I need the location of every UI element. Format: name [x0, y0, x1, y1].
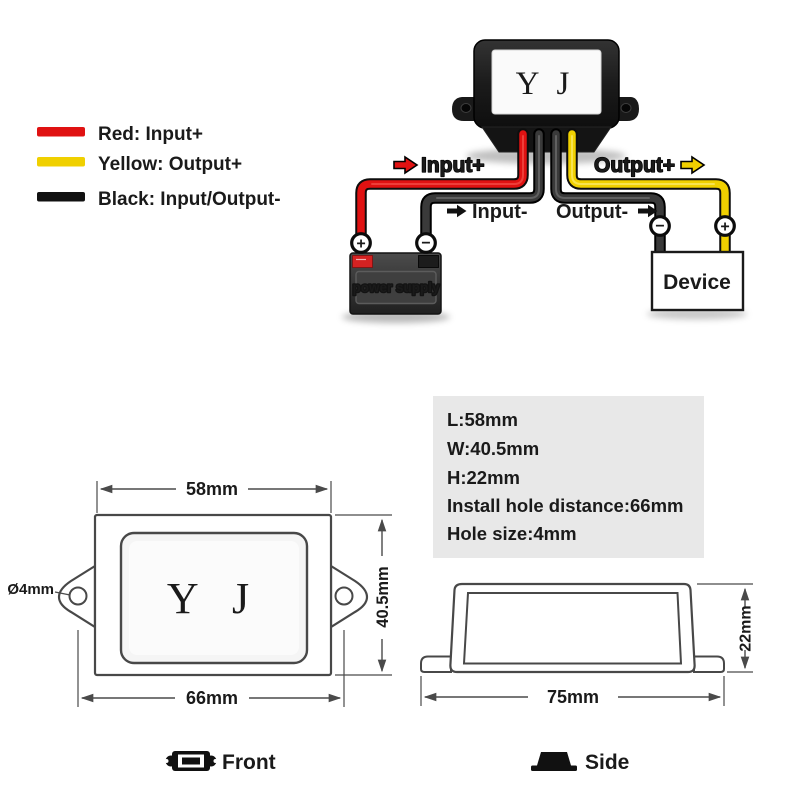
device-shadow — [647, 308, 747, 320]
module-right-hole-icon — [620, 103, 632, 113]
terminals: + − − + — [350, 215, 736, 254]
device-minus-terminal: − — [649, 215, 671, 237]
output-minus-label: Output- — [556, 201, 628, 223]
side-inner-outline — [462, 592, 683, 665]
leader-line — [54, 591, 71, 596]
spec-length: L:58mm — [447, 409, 518, 430]
wire-labels: Input+ Output+ Input- Output- — [393, 153, 706, 223]
wires — [355, 128, 731, 260]
input-minus-arrow-icon — [447, 204, 467, 218]
device: Device — [647, 250, 747, 320]
spec-hole-distance: Install hole distance:66mm — [447, 495, 683, 516]
side-view-icon — [531, 752, 577, 771]
input-plus-arrow-icon — [393, 155, 419, 175]
front-height-dimension: 40.5mm — [374, 566, 392, 627]
device-plus-terminal: + — [714, 215, 736, 237]
side-view-drawing: 75mm 22mm — [420, 582, 755, 707]
power-supply-plus-terminal: + — [350, 232, 372, 254]
legend: Red: Input+ Yellow: Output+ Black: Input… — [37, 124, 281, 210]
minus-icon: − — [655, 218, 664, 235]
spec-width: W:40.5mm — [447, 438, 539, 459]
front-hole-distance-dimension: 66mm — [186, 688, 238, 708]
specs-box: L:58mm W:40.5mm H:22mm Install hole dist… — [433, 396, 704, 558]
front-right-mount-hole — [334, 586, 354, 606]
side-caption: Side — [585, 751, 629, 774]
power-supply-minus-terminal: − — [415, 232, 437, 254]
wire-black-input-negative — [420, 128, 545, 258]
input-plus-label: Input+ — [421, 154, 485, 177]
converter-module: Y J — [452, 39, 639, 164]
legend-red-swatch — [37, 127, 85, 137]
side-right-flange — [693, 655, 725, 673]
side-left-flange — [420, 655, 452, 673]
wire-yellow-output-positive — [566, 128, 731, 260]
power-supply-label-panel — [355, 270, 437, 305]
view-captions: Front Side — [164, 751, 629, 774]
front-view-icon — [164, 751, 218, 771]
module-left-hole-icon — [460, 103, 472, 113]
power-supply-positive-terminal-block — [352, 255, 373, 268]
spec-hole-size: Hole size:4mm — [447, 523, 577, 544]
legend-black-label: Black: Input/Output- — [98, 189, 281, 210]
front-left-mount-hole — [68, 586, 88, 606]
legend-yellow-swatch — [37, 157, 85, 167]
plus-icon: + — [720, 219, 729, 236]
input-minus-label: Input- — [472, 201, 528, 223]
minus-icon: − — [421, 235, 430, 252]
plus-icon: + — [356, 236, 365, 253]
module-skirt — [481, 126, 612, 153]
side-width-dimension: 75mm — [547, 687, 599, 707]
spec-height: H:22mm — [447, 467, 520, 488]
front-caption: Front — [222, 751, 276, 774]
front-hole-size-label: Ø4mm — [7, 581, 54, 598]
wire-black-output-negative — [550, 128, 666, 260]
module-brand-text: Y J — [516, 66, 575, 102]
device-label: Device — [663, 271, 731, 294]
front-inner-face — [129, 541, 299, 655]
power-supply: power supply — [342, 252, 450, 323]
front-top-width-dimension: 58mm — [186, 479, 238, 499]
legend-red-label: Red: Input+ — [98, 124, 203, 145]
power-supply-negative-terminal-block — [418, 255, 439, 268]
wire-red-input-positive — [355, 128, 529, 258]
device-body — [650, 250, 745, 312]
output-minus-arrow-icon — [638, 204, 658, 218]
module-label-plate — [491, 49, 602, 115]
specs-background — [433, 396, 704, 558]
power-supply-label: power supply — [352, 280, 440, 295]
output-plus-arrow-icon — [680, 155, 706, 175]
side-height-dimension: 22mm — [738, 605, 755, 651]
legend-black-swatch — [37, 192, 85, 202]
output-plus-label: Output+ — [594, 154, 675, 177]
front-view-drawing: 58mm Y J Ø4mm 66mm 40.5mm — [7, 479, 392, 708]
front-brand-text: Y J — [167, 574, 261, 623]
legend-yellow-label: Yellow: Output+ — [98, 154, 242, 175]
